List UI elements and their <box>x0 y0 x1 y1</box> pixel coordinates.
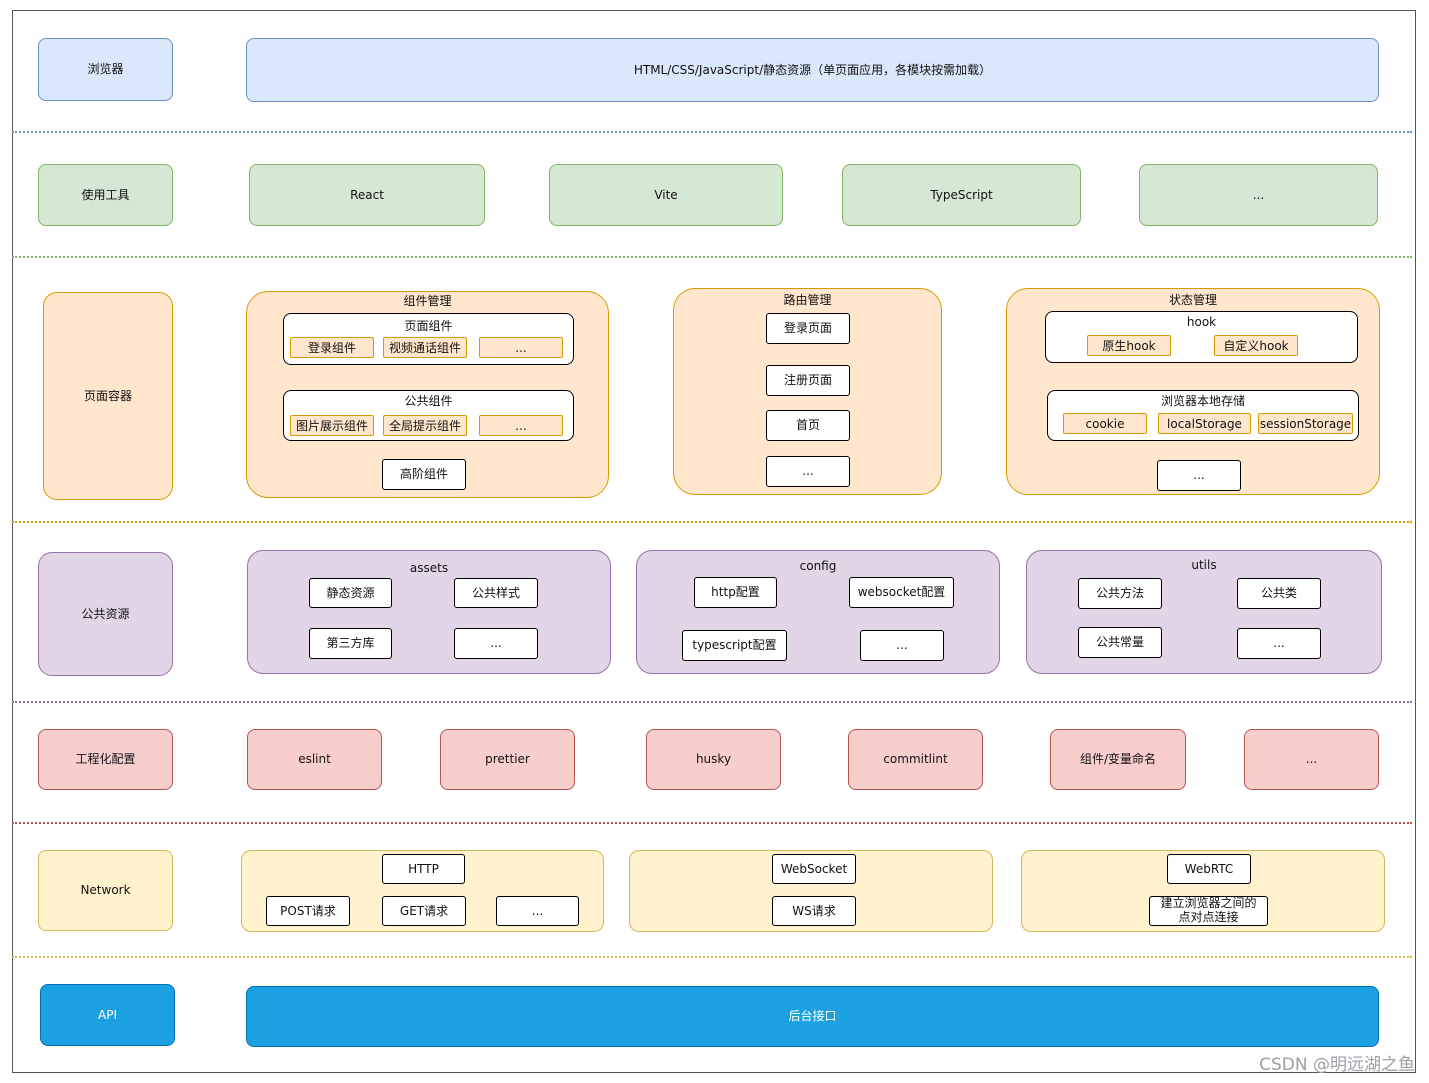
webrtc-group: WebRTC 建立浏览器之间的点对点连接 <box>1021 850 1385 932</box>
hoc-component: 高阶组件 <box>382 459 466 490</box>
browser-label: 浏览器 <box>38 38 173 101</box>
tool-vite: Vite <box>549 164 783 226</box>
utils-more: ... <box>1237 628 1321 659</box>
common-components-title: 公共组件 <box>404 394 453 408</box>
component-mgmt-group: 组件管理 页面组件 登录组件 视频通话组件 ... 公共组件 图片展示组件 全局… <box>246 291 609 498</box>
assets-more: ... <box>454 628 538 659</box>
component-mgmt-title: 组件管理 <box>403 294 452 308</box>
common-components-box: 公共组件 图片展示组件 全局提示组件 ... <box>283 390 574 441</box>
route-login-page: 登录页面 <box>766 313 850 344</box>
image-display-component: 图片展示组件 <box>290 415 374 436</box>
page-components-box: 页面组件 登录组件 视频通话组件 ... <box>283 313 574 365</box>
engineering-label: 工程化配置 <box>38 729 173 790</box>
storage-session: sessionStorage <box>1258 413 1353 434</box>
eng-commitlint: commitlint <box>848 729 983 790</box>
eng-prettier: prettier <box>440 729 575 790</box>
utils-common-constants: 公共常量 <box>1078 627 1162 658</box>
page-components-more: ... <box>479 337 563 358</box>
storage-local: localStorage <box>1158 413 1251 434</box>
login-component: 登录组件 <box>290 337 374 358</box>
local-storage-box: 浏览器本地存储 cookie localStorage sessionStora… <box>1047 390 1359 441</box>
eng-more: ... <box>1244 729 1379 790</box>
config-websocket: websocket配置 <box>849 577 954 608</box>
assets-title: assets <box>409 561 449 575</box>
browser-content: HTML/CSS/JavaScript/静态资源（单页面应用，各模块按需加载） <box>246 38 1379 102</box>
http-post: POST请求 <box>266 896 350 926</box>
route-mgmt-title: 路由管理 <box>783 293 832 307</box>
config-more: ... <box>860 630 944 661</box>
separator-1 <box>12 131 1412 133</box>
utils-group: utils 公共方法 公共类 公共常量 ... <box>1026 550 1382 674</box>
page-components-title: 页面组件 <box>404 319 453 333</box>
assets-common-styles: 公共样式 <box>454 578 538 608</box>
config-group: config http配置 websocket配置 typescript配置 .… <box>636 550 1000 674</box>
config-title: config <box>799 559 837 573</box>
custom-hook: 自定义hook <box>1214 335 1298 356</box>
separator-5 <box>12 822 1412 824</box>
utils-title: utils <box>1191 558 1217 572</box>
hook-title: hook <box>1186 315 1217 329</box>
webrtc-p2p: 建立浏览器之间的点对点连接 <box>1149 896 1268 926</box>
eng-naming: 组件/变量命名 <box>1050 729 1186 790</box>
native-hook: 原生hook <box>1087 335 1171 356</box>
webrtc-title: WebRTC <box>1167 854 1251 884</box>
http-group: HTTP POST请求 GET请求 ... <box>241 850 604 932</box>
global-tip-component: 全局提示组件 <box>383 415 467 436</box>
common-components-more: ... <box>479 415 563 436</box>
separator-2 <box>12 256 1412 258</box>
assets-group: assets 静态资源 公共样式 第三方库 ... <box>247 550 611 674</box>
api-label: API <box>40 984 175 1046</box>
assets-third-party: 第三方库 <box>309 628 392 659</box>
separator-4 <box>12 701 1412 703</box>
state-mgmt-more: ... <box>1157 460 1241 491</box>
websocket-group: WebSocket WS请求 <box>629 850 993 932</box>
common-resources-label: 公共资源 <box>38 552 173 676</box>
local-storage-title: 浏览器本地存储 <box>1160 394 1245 408</box>
config-typescript: typescript配置 <box>682 630 787 661</box>
websocket-ws-request: WS请求 <box>772 896 856 926</box>
tool-typescript: TypeScript <box>842 164 1081 226</box>
tool-react: React <box>249 164 485 226</box>
http-more: ... <box>496 896 579 926</box>
eng-eslint: eslint <box>247 729 382 790</box>
page-container-label: 页面容器 <box>43 292 173 500</box>
state-mgmt-group: 状态管理 hook 原生hook 自定义hook 浏览器本地存储 cookie … <box>1006 288 1380 495</box>
utils-common-classes: 公共类 <box>1237 578 1321 609</box>
network-label: Network <box>38 850 173 931</box>
hook-box: hook 原生hook 自定义hook <box>1045 311 1358 363</box>
watermark: CSDN @明远湖之鱼 <box>1259 1055 1415 1075</box>
http-get: GET请求 <box>382 896 466 926</box>
separator-3 <box>12 521 1412 523</box>
tools-label: 使用工具 <box>38 164 173 226</box>
websocket-title: WebSocket <box>772 854 856 884</box>
route-home-page: 首页 <box>766 410 850 441</box>
video-call-component: 视频通话组件 <box>383 337 467 358</box>
route-register-page: 注册页面 <box>766 365 850 396</box>
storage-cookie: cookie <box>1063 413 1147 434</box>
utils-common-methods: 公共方法 <box>1078 578 1162 609</box>
diagram-frame <box>12 10 1416 1073</box>
assets-static-resources: 静态资源 <box>309 578 392 608</box>
separator-6 <box>12 956 1412 958</box>
config-http: http配置 <box>694 577 777 608</box>
tool-more: ... <box>1139 164 1378 226</box>
backend-interface: 后台接口 <box>246 986 1379 1047</box>
route-more: ... <box>766 456 850 487</box>
eng-husky: husky <box>646 729 781 790</box>
state-mgmt-title: 状态管理 <box>1168 293 1217 307</box>
http-title: HTTP <box>382 854 465 884</box>
route-mgmt-group: 路由管理 登录页面 注册页面 首页 ... <box>673 288 942 495</box>
